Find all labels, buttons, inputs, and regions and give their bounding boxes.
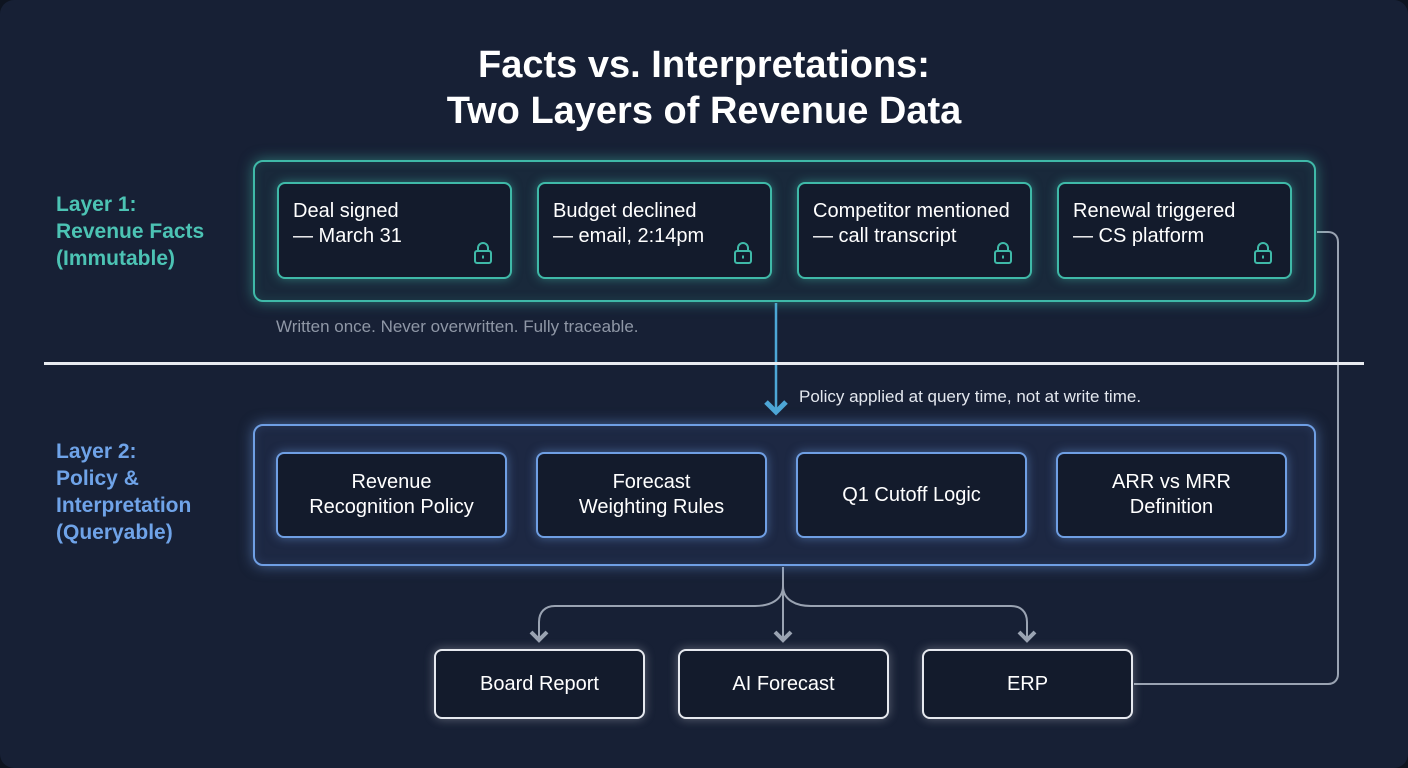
fact-title: Competitor mentioned [813,200,1010,222]
diagram-title: Facts vs. Interpretations: Two Layers of… [0,42,1408,134]
fact-detail: — call transcript [813,225,957,247]
policy-line-2: Recognition Policy [309,496,474,518]
fact-detail: — email, 2:14pm [553,225,705,247]
output-label: AI Forecast [732,672,835,695]
output-label: Board Report [480,672,599,695]
output-ai-forecast[interactable]: AI Forecast [678,649,889,719]
layer-2-label-line-3: Interpretation [56,494,192,517]
layer-1-label-line-1: Layer 1: [56,193,137,216]
query-time-note: Policy applied at query time, not at wri… [799,387,1142,406]
layer-1-label-line-2: Revenue Facts [56,220,205,243]
fact-detail: — March 31 [293,225,402,247]
policy-card-arr-vs-mrr[interactable]: ARR vs MRR Definition [1056,452,1287,538]
layer-1-label-line-3: (Immutable) [56,247,176,270]
layer-2-label-line-2: Policy & [56,467,139,490]
lock-icon [734,242,752,264]
layer-2-label-line-4: (Queryable) [56,521,173,544]
layer-divider [44,362,1364,365]
policy-line-1: Revenue [351,471,432,493]
fact-title: Renewal triggered [1073,200,1236,222]
policy-card-q1-cutoff[interactable]: Q1 Cutoff Logic [796,452,1027,538]
output-board-report[interactable]: Board Report [434,649,645,719]
lock-icon [994,242,1012,264]
fact-card-renewal-triggered[interactable]: Renewal triggered — CS platform [1057,182,1292,279]
output-erp[interactable]: ERP [922,649,1133,719]
policy-line-2: Weighting Rules [578,496,725,518]
facts-layer-note: Written once. Never overwritten. Fully t… [276,317,639,336]
policy-line-1: Q1 Cutoff Logic [842,483,981,506]
policy-to-outputs-connector [529,567,1037,643]
layer-1-label: Layer 1: Revenue Facts (Immutable) [56,191,204,272]
fact-card-competitor-mentioned[interactable]: Competitor mentioned — call transcript [797,182,1032,279]
fact-card-budget-declined[interactable]: Budget declined — email, 2:14pm [537,182,772,279]
title-line-1: Facts vs. Interpretations: [478,44,930,86]
policy-line-1: Forecast [612,471,691,493]
policy-line-1: ARR vs MRR [1112,471,1231,493]
policy-card-forecast-weighting[interactable]: Forecast Weighting Rules [536,452,767,538]
policy-line-2: Definition [1129,496,1214,518]
title-line-2: Two Layers of Revenue Data [446,90,962,132]
lock-icon [474,242,492,264]
fact-detail: — CS platform [1073,225,1205,247]
fact-title: Deal signed [293,200,399,222]
layer-2-label-line-1: Layer 2: [56,440,137,463]
lock-icon [1254,242,1272,264]
fact-title: Budget declined [553,200,697,222]
fact-card-deal-signed[interactable]: Deal signed — March 31 [277,182,512,279]
layer-2-label: Layer 2: Policy & Interpretation (Querya… [56,438,191,546]
policy-card-revenue-recognition[interactable]: Revenue Recognition Policy [276,452,507,538]
output-label: ERP [1006,672,1049,695]
